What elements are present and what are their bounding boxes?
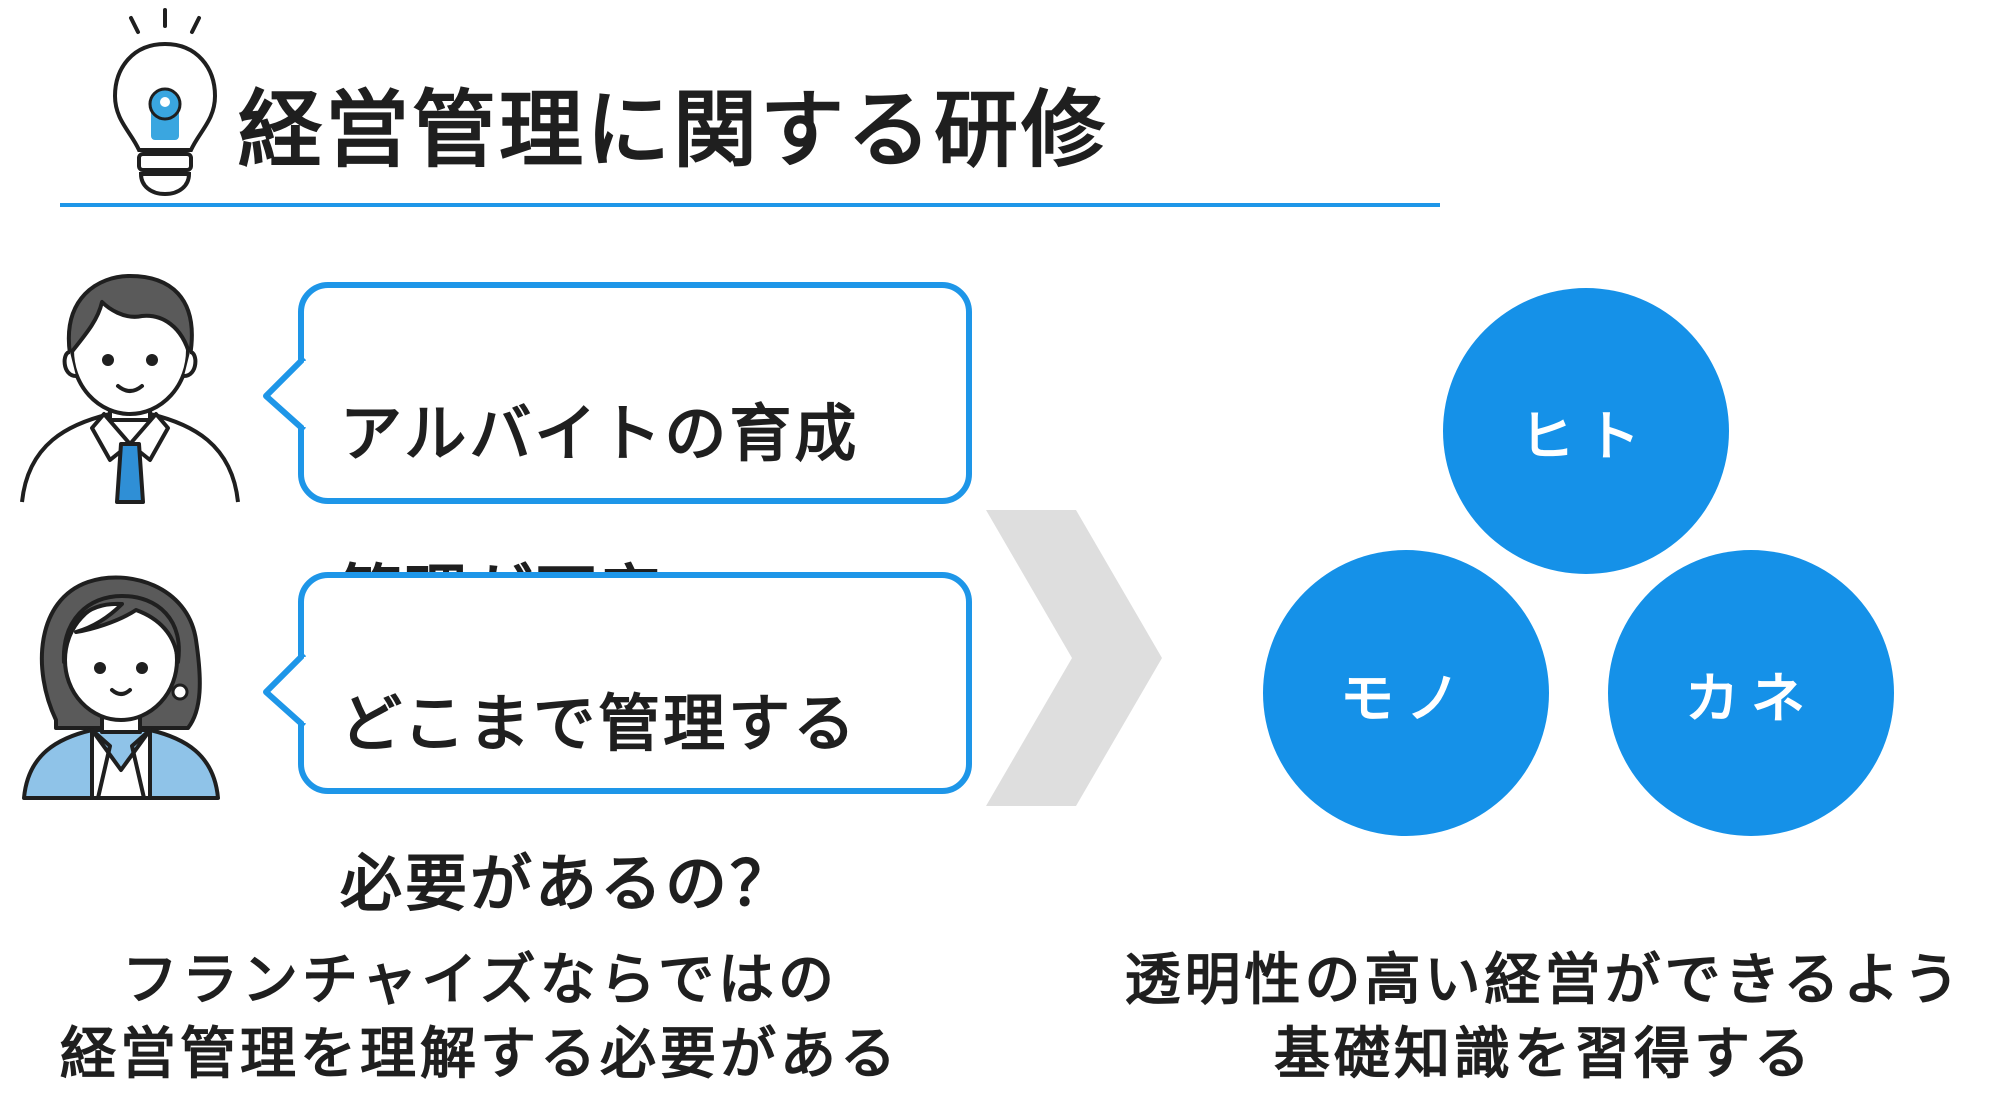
right-caption-line-2: 基礎知識を習得する — [1274, 1022, 1814, 1087]
man-avatar — [18, 268, 243, 506]
bubble-2-line-2: 必要があるの？ — [340, 847, 796, 920]
lightbulb-icon — [105, 4, 225, 200]
page-title: 経営管理に関する研修 — [238, 81, 1109, 179]
circle-hito-label: ヒト — [1520, 404, 1652, 468]
left-caption-line-1: フランチャイズならではの — [121, 948, 839, 1013]
bubble-2-line-1: どこまで管理する — [340, 687, 859, 760]
woman-avatar — [18, 570, 223, 802]
title-underline — [60, 203, 1440, 207]
speech-bubble-2: どこまで管理する 必要があるの？ — [262, 572, 972, 920]
chevron-right-icon — [986, 510, 1162, 806]
right-caption: 透明性の高い経営ができるよう 基礎知識を習得する — [1099, 944, 1989, 1092]
circle-kane-label: カネ — [1685, 666, 1817, 730]
circle-hito: ヒト — [1443, 288, 1729, 574]
circle-kane: カネ — [1608, 550, 1894, 836]
left-caption: フランチャイズならではの 経営管理を理解する必要がある — [20, 944, 940, 1092]
circle-mono: モノ — [1263, 550, 1549, 836]
circle-mono-label: モノ — [1340, 666, 1472, 730]
speech-bubble-1: アルバイトの育成 管理が不安… — [262, 282, 972, 630]
left-caption-line-2: 経営管理を理解する必要がある — [60, 1022, 900, 1087]
right-caption-line-1: 透明性の高い経営ができるよう — [1124, 948, 1964, 1013]
bubble-1-line-1: アルバイトの育成 — [340, 397, 860, 470]
